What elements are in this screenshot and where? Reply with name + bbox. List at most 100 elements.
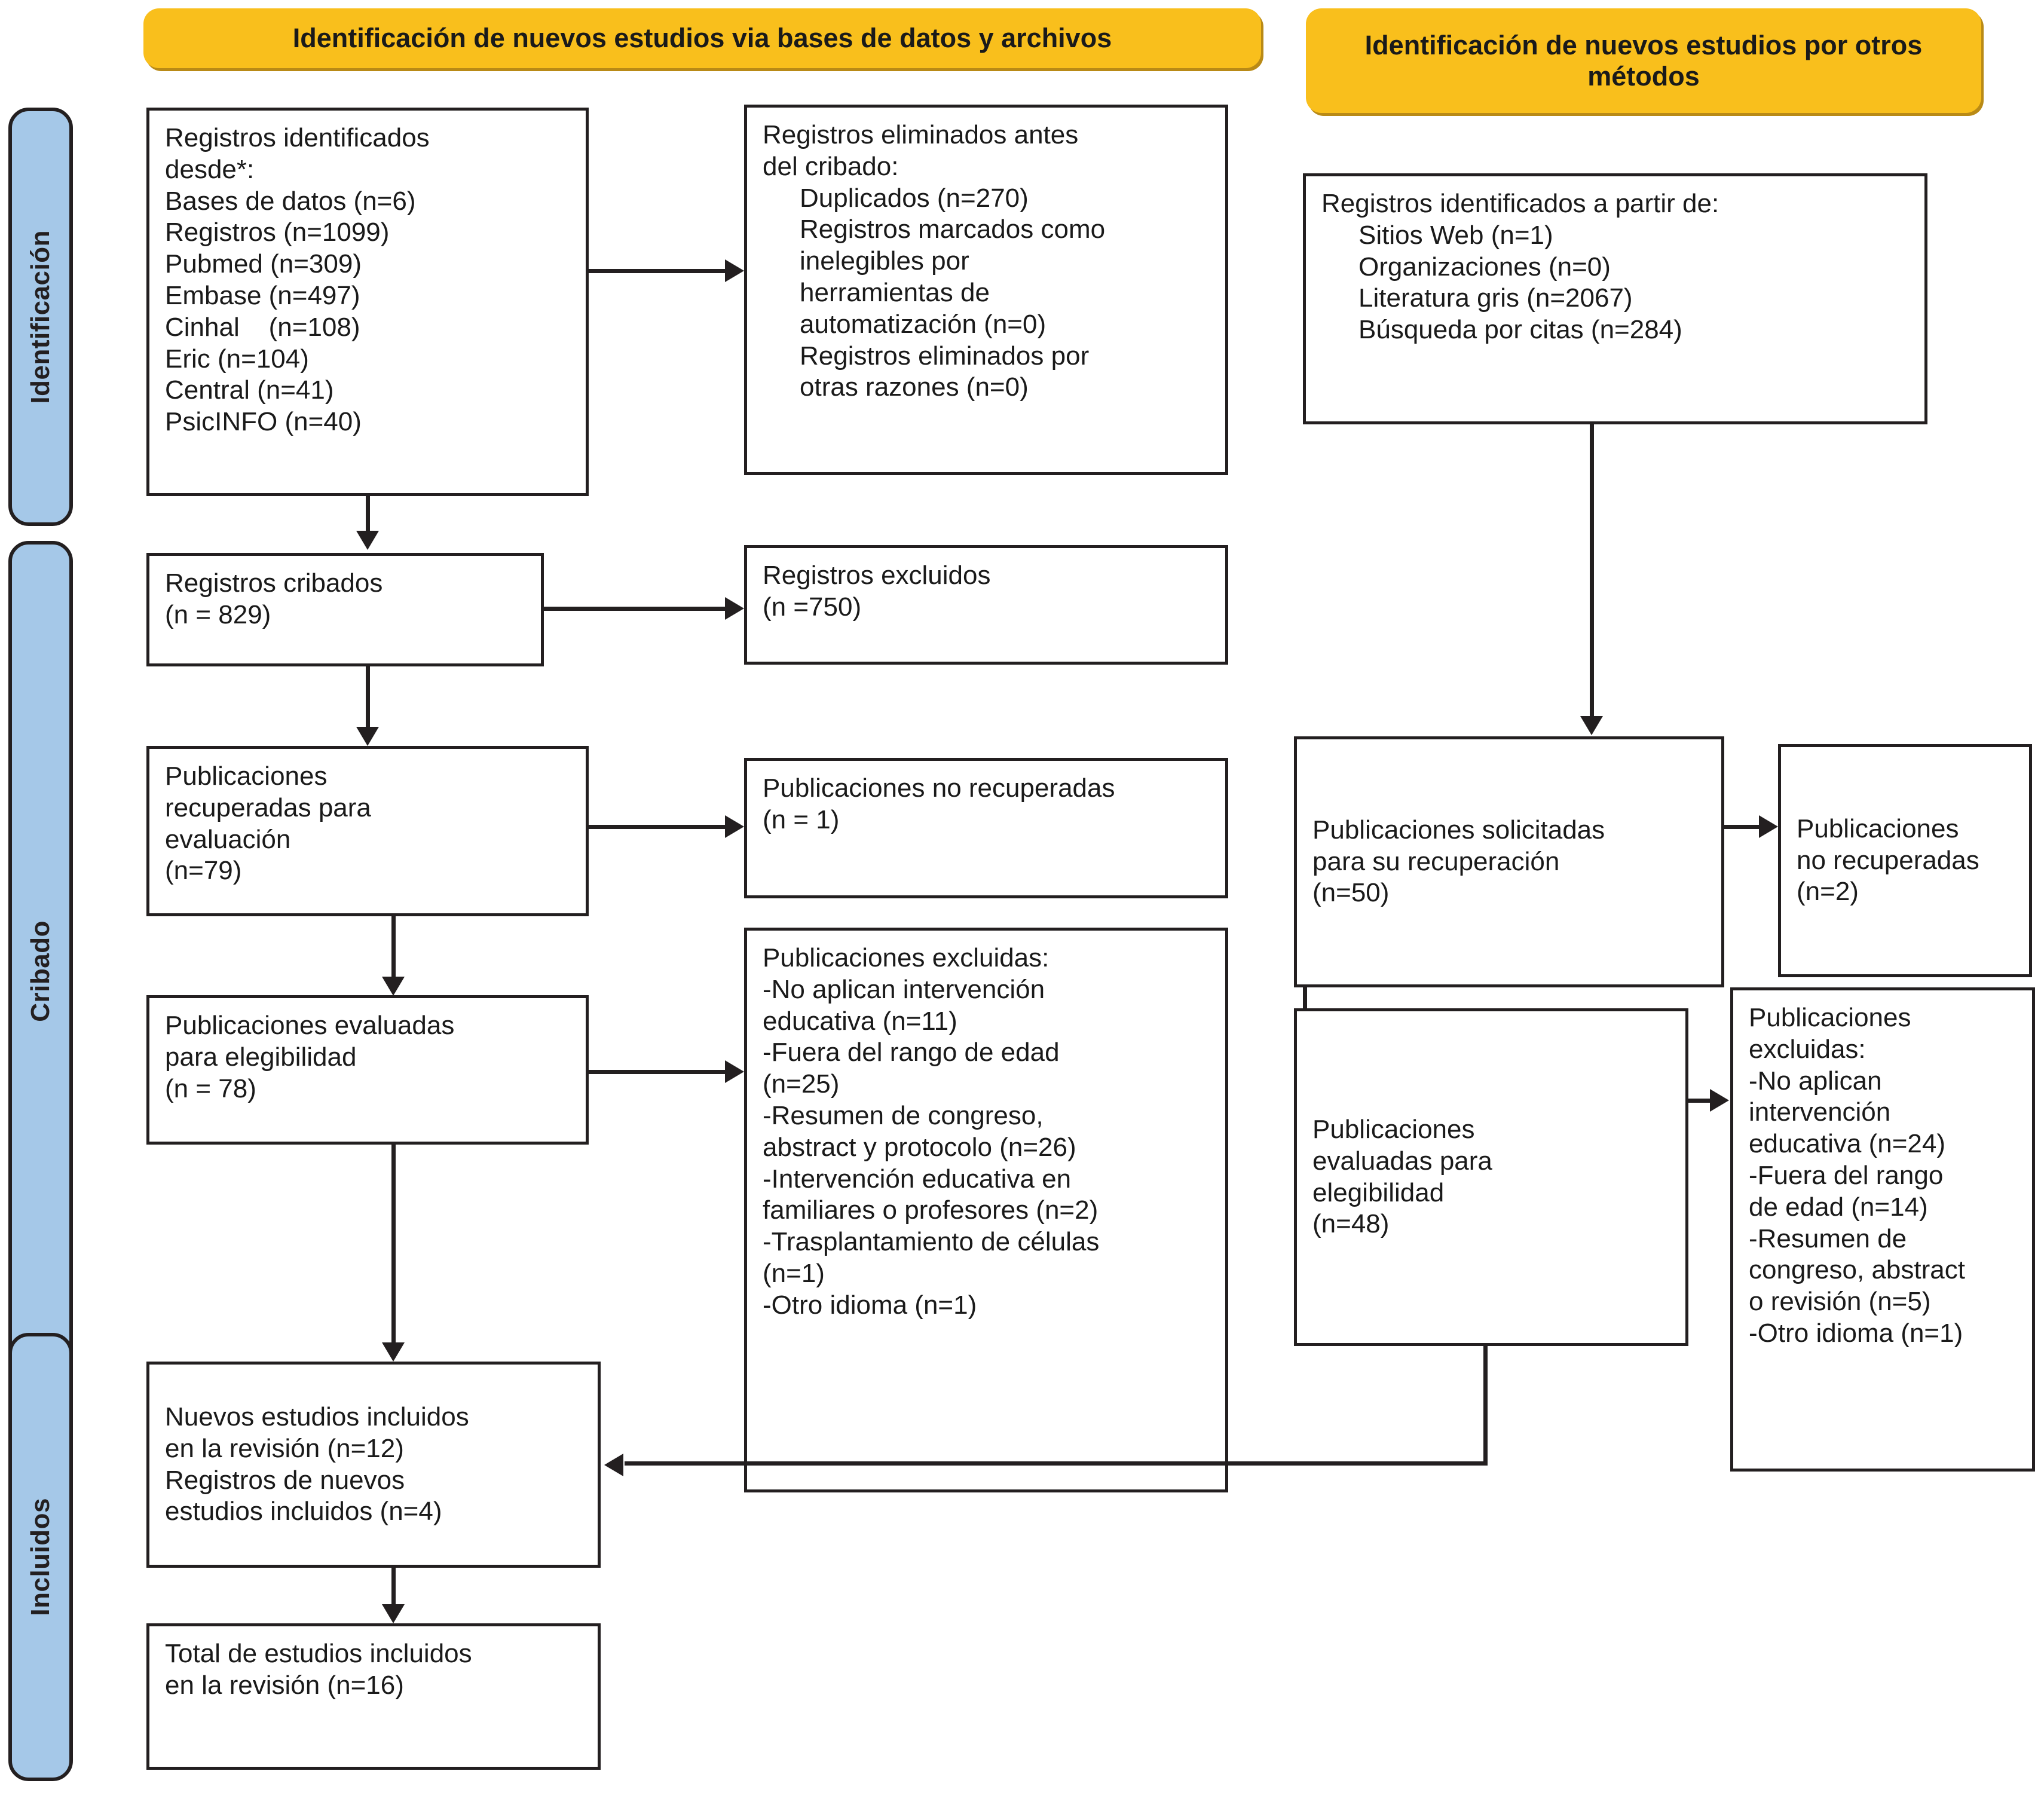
records-removed-header-1: del cribado:	[763, 151, 899, 181]
reports-excluded-line-0: Publicaciones excluidas:	[763, 943, 1049, 972]
records-excluded-line-0: Registros excluidos	[763, 561, 991, 590]
box-other-records-identified: Registros identificados a partir de: Sit…	[1303, 173, 1927, 424]
reports-excluded-line-3: -Fuera del rango de edad	[763, 1038, 1060, 1067]
arrowhead-identified-to-removed	[725, 259, 744, 282]
banner-databases: Identificación de nuevos estudios via ba…	[143, 8, 1261, 68]
other-records-identified-item-0: Sitios Web (n=1)	[1358, 220, 1553, 250]
reports-excluded-line-4: (n=25)	[763, 1069, 840, 1099]
connector-screened-to-sought	[366, 666, 370, 729]
reports-excluded-line-7: -Intervención educativa en	[763, 1164, 1072, 1194]
records-identified-line-8: Central (n=41)	[165, 375, 334, 405]
reports-assessed-line-2: (n = 78)	[165, 1073, 256, 1103]
arrowhead-other-identified-to-sought	[1580, 716, 1603, 735]
other-reports-assessed-line-3: (n=48)	[1312, 1209, 1390, 1239]
records-removed-item-5: Registros eliminados por	[800, 341, 1090, 371]
other-reports-excluded-line-6: de edad (n=14)	[1749, 1192, 1928, 1222]
other-reports-excluded-line-1: excluidas:	[1749, 1034, 1866, 1064]
records-screened-line-1: (n = 829)	[165, 599, 271, 629]
other-reports-assessed-line-2: elegibilidad	[1312, 1177, 1445, 1207]
connector-assessed-to-excluded	[589, 1070, 726, 1074]
banner-other-methods: Identificación de nuevos estudios por ot…	[1306, 8, 1981, 113]
records-identified-line-1: desde*:	[165, 154, 255, 184]
records-removed-item-0: Duplicados (n=270)	[800, 183, 1029, 213]
other-reports-sought-line-2: (n=50)	[1312, 878, 1390, 908]
arrowhead-identified-to-screened	[356, 531, 379, 550]
connector-sought-to-not-retrieved	[589, 825, 726, 829]
stage-rail-cribado: Cribado	[8, 541, 73, 1402]
reports-assessed-line-0: Publicaciones evaluadas	[165, 1011, 455, 1040]
records-excluded-line-1: (n =750)	[763, 592, 862, 622]
records-identified-line-7: Eric (n=104)	[165, 344, 309, 374]
records-identified-line-3: Registros (n=1099)	[165, 218, 390, 247]
arrowhead-other-assessed-to-excluded	[1710, 1089, 1729, 1112]
reports-excluded-line-10: (n=1)	[763, 1258, 825, 1288]
box-records-removed: Registros eliminados antes del cribado: …	[744, 105, 1228, 475]
box-other-reports-not-retrieved: Publicaciones no recuperadas (n=2)	[1778, 744, 2032, 977]
other-reports-excluded-line-4: educativa (n=24)	[1749, 1129, 1945, 1159]
other-reports-excluded-line-8: congreso, abstract	[1749, 1255, 1965, 1285]
reports-excluded-line-8: familiares o profesores (n=2)	[763, 1195, 1099, 1225]
other-reports-not-retrieved-line-0: Publicaciones	[1797, 813, 1959, 843]
other-records-identified-item-3: Búsqueda por citas (n=284)	[1358, 315, 1682, 345]
stage-rail-identificacion: Identificación	[8, 108, 73, 526]
box-new-studies-included: Nuevos estudios incluidos en la revisión…	[146, 1362, 601, 1568]
new-studies-included-line-3: estudios incluidos (n=4)	[165, 1497, 442, 1527]
banner-databases-label: Identificación de nuevos estudios via ba…	[292, 23, 1112, 54]
other-reports-excluded-line-2: -No aplican	[1749, 1066, 1882, 1096]
records-removed-item-4: automatización (n=0)	[800, 309, 1047, 339]
arrowhead-included-to-total	[382, 1604, 405, 1623]
box-other-reports-excluded: Publicaciones excluidas: -No aplican int…	[1730, 987, 2035, 1472]
new-studies-included-line-1: en la revisión (n=12)	[165, 1433, 404, 1463]
arrowhead-sought-to-not-retrieved	[725, 815, 744, 838]
arrowhead-assessed-to-excluded	[725, 1060, 744, 1083]
records-identified-line-0: Registros identificados	[165, 123, 430, 152]
reports-sought-line-0: Publicaciones	[165, 761, 328, 791]
box-other-reports-sought: Publicaciones solicitadas para su recupe…	[1294, 736, 1724, 987]
other-records-identified-item-1: Organizaciones (n=0)	[1358, 252, 1611, 282]
box-reports-excluded: Publicaciones excluidas: -No aplican int…	[744, 928, 1228, 1492]
other-reports-excluded-line-10: -Otro idioma (n=1)	[1749, 1318, 1963, 1348]
other-reports-assessed-line-1: evaluadas para	[1312, 1146, 1492, 1176]
other-records-identified-item-2: Literatura gris (n=2067)	[1358, 283, 1633, 313]
box-reports-not-retrieved: Publicaciones no recuperadas (n = 1)	[744, 758, 1228, 898]
reports-excluded-line-9: -Trasplantamiento de células	[763, 1227, 1100, 1257]
arrowhead-screened-to-sought	[356, 727, 379, 746]
other-reports-sought-line-1: para su recuperación	[1312, 846, 1560, 876]
other-reports-not-retrieved-line-2: (n=2)	[1797, 877, 1859, 907]
connector-other-assessed-elbow-vertical	[1483, 1346, 1488, 1466]
records-removed-item-2: inelegibles por	[800, 246, 969, 276]
records-identified-line-5: Embase (n=497)	[165, 280, 360, 310]
records-removed-item-3: herramientas de	[800, 277, 990, 307]
reports-assessed-line-1: para elegibilidad	[165, 1042, 357, 1072]
records-identified-line-6: Cinhal (n=108)	[165, 312, 360, 342]
total-included-line-0: Total de estudios incluidos	[165, 1639, 472, 1668]
connector-other-sought-to-not-retrieved	[1724, 825, 1760, 829]
connector-assessed-to-included	[391, 1145, 396, 1345]
reports-not-retrieved-line-0: Publicaciones no recuperadas	[763, 773, 1115, 803]
arrowhead-other-sought-to-not-retrieved	[1759, 815, 1778, 838]
other-reports-excluded-line-0: Publicaciones	[1749, 1003, 1911, 1032]
connector-other-sought-to-assessed	[1303, 987, 1307, 1008]
reports-excluded-line-2: educativa (n=11)	[763, 1006, 957, 1036]
reports-sought-line-3: (n=79)	[165, 856, 242, 886]
box-reports-sought: Publicaciones recuperadas para evaluació…	[146, 746, 589, 916]
total-included-line-1: en la revisión (n=16)	[165, 1670, 404, 1700]
connector-sought-to-assessed	[391, 916, 396, 979]
reports-sought-line-1: recuperadas para	[165, 793, 371, 822]
records-removed-item-6: otras razones (n=0)	[800, 372, 1029, 402]
connector-other-assessed-elbow-horizontal	[625, 1461, 1488, 1466]
connector-screened-to-excluded	[544, 607, 726, 611]
stage-rail-label-cribado: Cribado	[26, 920, 55, 1022]
connector-identified-to-screened	[366, 496, 370, 533]
reports-not-retrieved-line-1: (n = 1)	[763, 804, 840, 834]
stage-rail-label-identificacion: Identificación	[26, 230, 55, 404]
box-records-excluded: Registros excluidos (n =750)	[744, 545, 1228, 665]
records-identified-line-9: PsicINFO (n=40)	[165, 407, 362, 437]
box-total-included: Total de estudios incluidos en la revisi…	[146, 1623, 601, 1770]
other-reports-excluded-line-9: o revisión (n=5)	[1749, 1287, 1931, 1317]
reports-sought-line-2: evaluación	[165, 824, 291, 854]
other-reports-excluded-line-5: -Fuera del rango	[1749, 1160, 1944, 1190]
arrowhead-sought-to-assessed	[382, 977, 405, 996]
arrowhead-other-assessed-to-included	[604, 1454, 623, 1476]
